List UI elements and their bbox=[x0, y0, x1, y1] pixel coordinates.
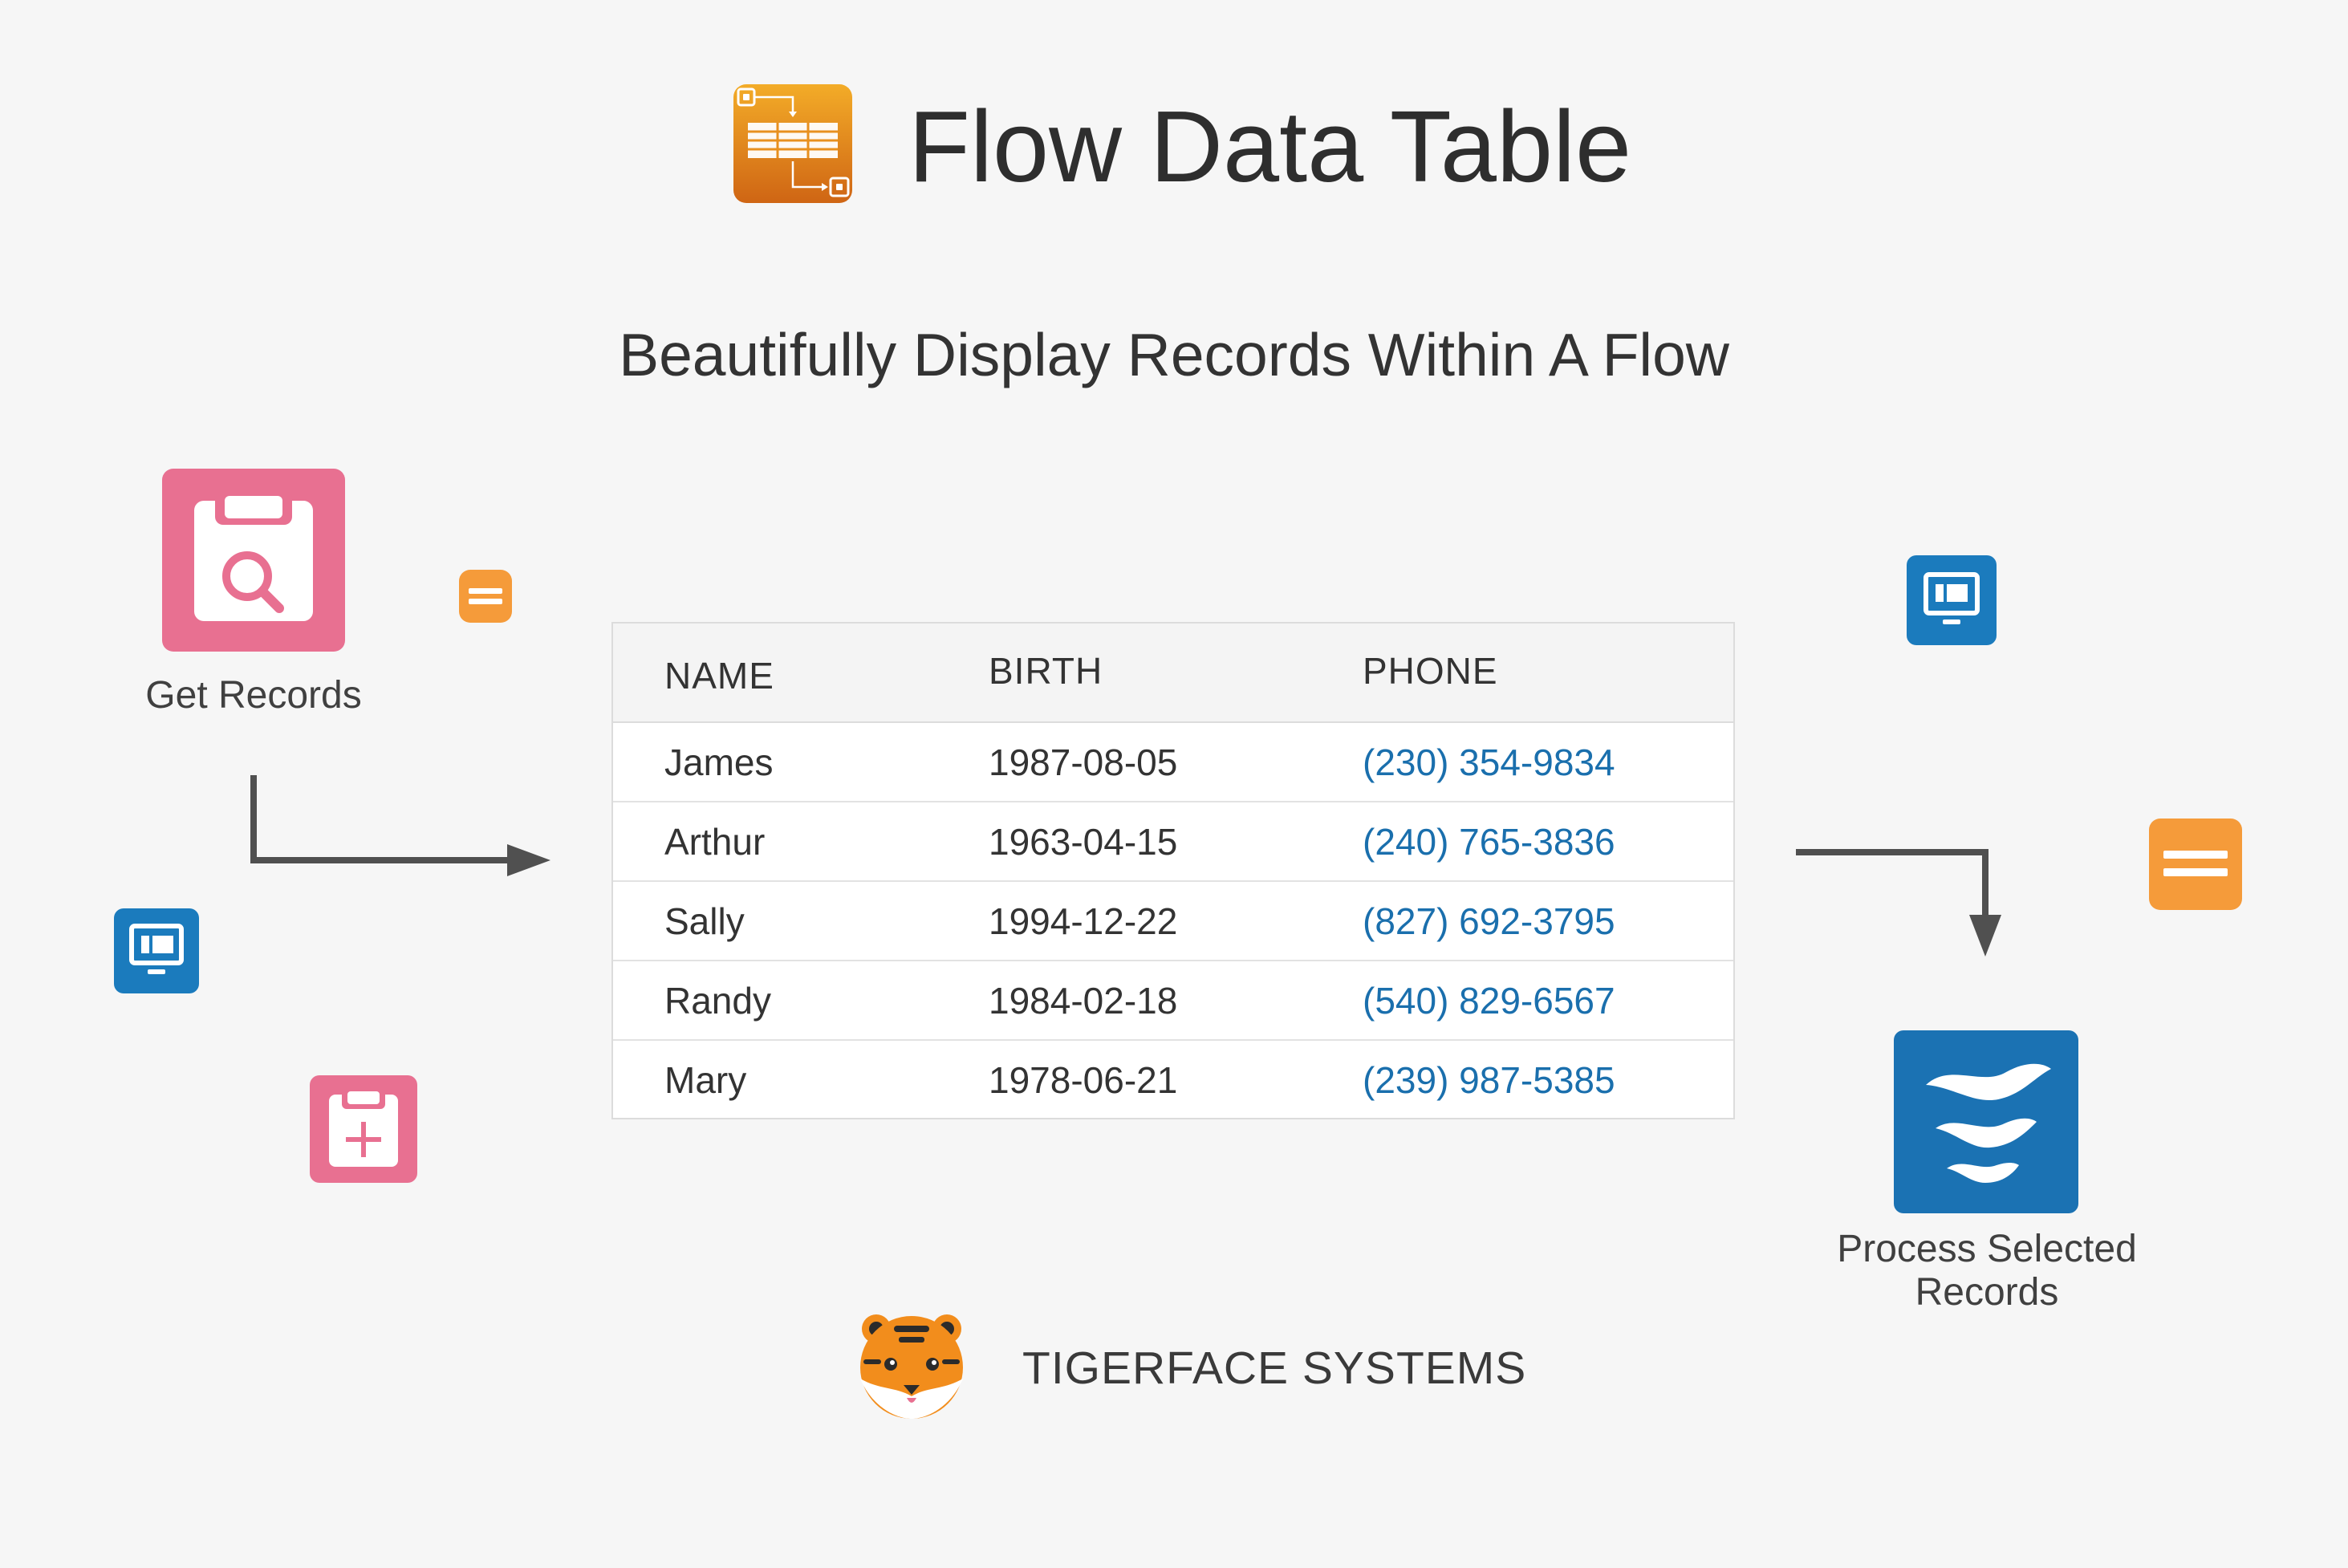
cell-name: James bbox=[664, 741, 774, 783]
page-subtitle: Beautifully Display Records Within A Flo… bbox=[619, 321, 1729, 388]
data-table-flow-icon bbox=[733, 84, 852, 203]
cell-birth: 1987-08-05 bbox=[989, 741, 1178, 783]
connector-arrow-out bbox=[1789, 843, 2014, 963]
assignment-equals-icon bbox=[459, 570, 512, 623]
process-selected-label-line1: Process Selected bbox=[1837, 1228, 2137, 1270]
cell-birth: 1994-12-22 bbox=[989, 900, 1178, 942]
page-title: Flow Data Table bbox=[908, 90, 1632, 203]
cell-phone-link[interactable]: (240) 765-3836 bbox=[1363, 821, 1615, 863]
column-header-name[interactable]: NAME bbox=[664, 655, 774, 697]
cell-birth: 1963-04-15 bbox=[989, 821, 1178, 863]
get-records-label: Get Records bbox=[145, 674, 362, 717]
assignment-equals-icon bbox=[2149, 819, 2242, 910]
clipboard-add-icon bbox=[310, 1075, 417, 1183]
table-row[interactable]: Randy 1984-02-18 (540) 829-6567 bbox=[613, 961, 1733, 1041]
table-row[interactable]: Mary 1978-06-21 (239) 987-5385 bbox=[613, 1041, 1733, 1120]
tiger-face-icon bbox=[855, 1310, 968, 1420]
cell-birth: 1978-06-21 bbox=[989, 1059, 1178, 1101]
clipboard-search-icon[interactable] bbox=[162, 469, 345, 652]
cell-phone-link[interactable]: (540) 829-6567 bbox=[1363, 980, 1615, 1022]
table-row[interactable]: Sally 1994-12-22 (827) 692-3795 bbox=[613, 882, 1733, 961]
table-row[interactable]: James 1987-08-05 (230) 354-9834 bbox=[613, 723, 1733, 802]
company-name: TIGERFACE SYSTEMS bbox=[1022, 1343, 1527, 1394]
cell-birth: 1984-02-18 bbox=[989, 980, 1178, 1022]
cell-phone-link[interactable]: (827) 692-3795 bbox=[1363, 900, 1615, 942]
screen-monitor-icon bbox=[1907, 555, 1997, 645]
flow-waves-icon[interactable] bbox=[1894, 1030, 2078, 1213]
process-selected-label-line2: Records bbox=[1915, 1271, 2059, 1314]
cell-phone-link[interactable]: (239) 987-5385 bbox=[1363, 1059, 1615, 1101]
cell-phone-link[interactable]: (230) 354-9834 bbox=[1363, 741, 1615, 783]
flow-data-table[interactable]: NAME BIRTH PHONE James 1987-08-05 (230) … bbox=[611, 622, 1735, 1119]
screen-monitor-icon bbox=[114, 908, 199, 993]
table-header: NAME BIRTH PHONE bbox=[613, 624, 1733, 723]
cell-name: Mary bbox=[664, 1059, 747, 1101]
cell-name: Randy bbox=[664, 980, 771, 1022]
cell-name: Sally bbox=[664, 900, 745, 942]
table-row[interactable]: Arthur 1963-04-15 (240) 765-3836 bbox=[613, 802, 1733, 882]
connector-arrow-in bbox=[241, 770, 562, 883]
cell-name: Arthur bbox=[664, 821, 766, 863]
column-header-birth[interactable]: BIRTH bbox=[989, 650, 1103, 692]
column-header-phone[interactable]: PHONE bbox=[1363, 650, 1498, 692]
